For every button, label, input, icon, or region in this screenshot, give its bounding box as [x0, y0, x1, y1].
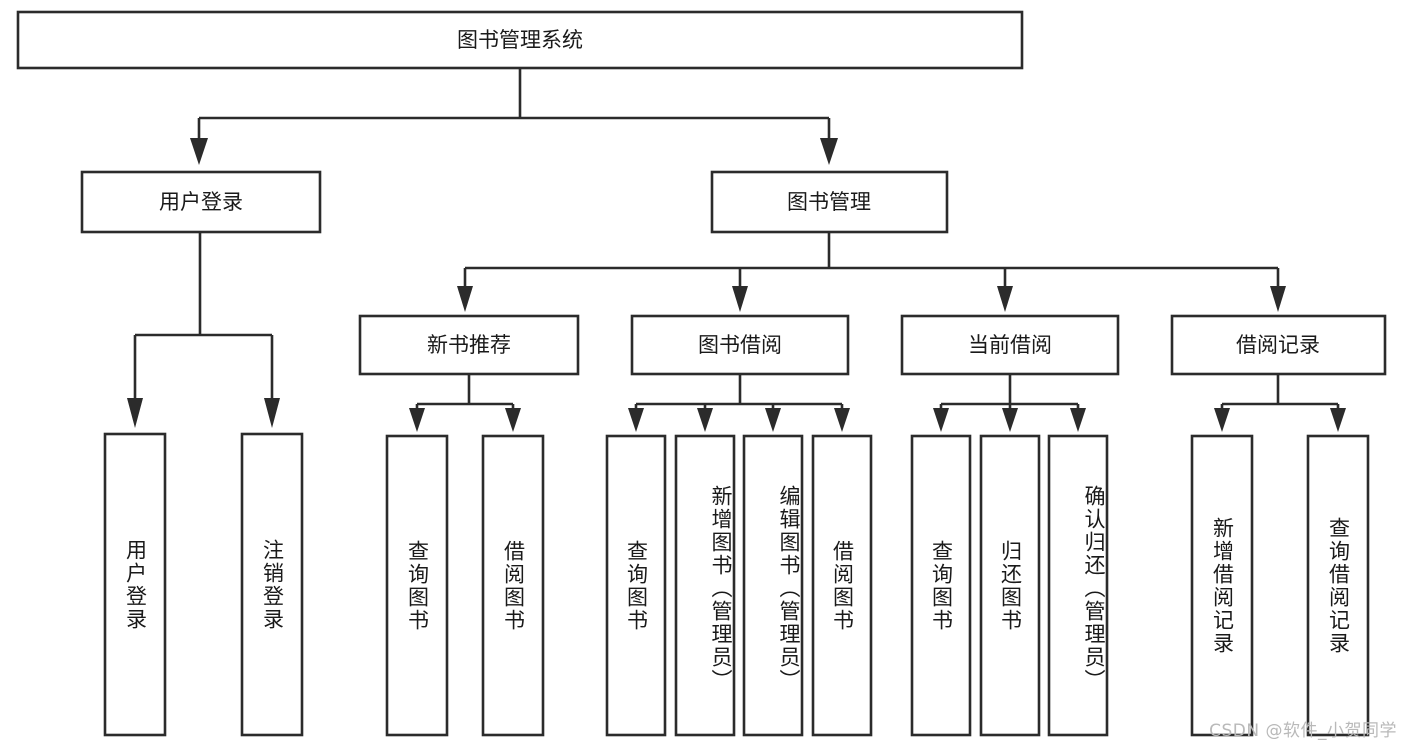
- arrowhead-leaf-borrow-book-1: [505, 408, 521, 432]
- node-book-borrow-label: 图书借阅: [698, 333, 782, 357]
- arrowhead-book-borrow: [732, 286, 748, 312]
- leaf-box-query-book-2[interactable]: [605, 434, 667, 737]
- leaf-box-query-book-3[interactable]: [910, 434, 972, 737]
- leaf-box-add-borrow-record[interactable]: [1190, 434, 1254, 737]
- node-borrow-record-label: 借阅记录: [1236, 333, 1320, 357]
- node-book-management[interactable]: [710, 170, 949, 234]
- connector-newbook-to-leaves: [409, 374, 521, 432]
- leaf-box-return-book[interactable]: [979, 434, 1041, 737]
- arrowhead-book-manage: [820, 138, 838, 165]
- arrowhead-leaf-query-book-3: [933, 408, 949, 432]
- connector-bookborrow-to-leaves: [628, 374, 850, 432]
- arrowhead-leaf-query-record: [1330, 408, 1346, 432]
- arrowhead-leaf-confirm-return: [1070, 408, 1086, 432]
- connector-currentborrow-to-leaves: [933, 374, 1086, 432]
- node-new-book-recommend-label: 新书推荐: [427, 333, 511, 357]
- node-book-management-label: 图书管理: [787, 190, 871, 214]
- node-book-borrow[interactable]: [630, 314, 850, 376]
- node-current-borrow-label: 当前借阅: [968, 333, 1052, 357]
- arrowhead-leaf-query-book-1: [409, 408, 425, 432]
- csdn-watermark: CSDN @软件_小贺同学: [1209, 721, 1397, 741]
- leaf-box-edit-book[interactable]: [742, 434, 804, 737]
- arrowhead-leaf-add-book: [697, 408, 713, 432]
- arrowhead-leaf-user-login: [127, 398, 143, 428]
- connector-userlogin-to-leaves: [127, 232, 280, 428]
- leaf-box-borrow-book-2[interactable]: [811, 434, 873, 737]
- leaf-box-user-login[interactable]: [103, 432, 167, 737]
- arrowhead-leaf-query-book-2: [628, 408, 644, 432]
- connector-borrowrecord-to-leaves: [1214, 374, 1346, 432]
- arrowhead-borrow-record: [1270, 286, 1286, 312]
- leaf-box-confirm-return[interactable]: [1047, 434, 1109, 737]
- connector-root-to-level2: [190, 68, 838, 165]
- leaf-box-query-borrow-record[interactable]: [1306, 434, 1370, 737]
- node-root-label: 图书管理系统: [457, 28, 583, 52]
- arrowhead-leaf-return-book: [1002, 408, 1018, 432]
- leaf-box-logout[interactable]: [240, 432, 304, 737]
- node-borrow-record[interactable]: [1170, 314, 1387, 376]
- leaf-box-borrow-book-1[interactable]: [481, 434, 545, 737]
- node-user-login-label: 用户登录: [159, 190, 243, 214]
- leaf-box-add-book[interactable]: [674, 434, 736, 737]
- arrowhead-leaf-logout: [264, 398, 280, 428]
- arrowhead-user-login: [190, 138, 208, 165]
- node-user-login[interactable]: [80, 170, 322, 234]
- node-new-book-recommend[interactable]: [358, 314, 580, 376]
- node-root-book-management-system[interactable]: [16, 10, 1024, 70]
- arrowhead-leaf-borrow-book-2: [834, 408, 850, 432]
- arrowhead-leaf-edit-book: [765, 408, 781, 432]
- arrowhead-current-borrow: [997, 286, 1013, 312]
- leaf-box-query-book-1[interactable]: [385, 434, 449, 737]
- node-current-borrow[interactable]: [900, 314, 1120, 376]
- arrowhead-new-book-recommend: [457, 286, 473, 312]
- connector-bookmanage-to-level3: [457, 232, 1286, 312]
- arrowhead-leaf-add-record: [1214, 408, 1230, 432]
